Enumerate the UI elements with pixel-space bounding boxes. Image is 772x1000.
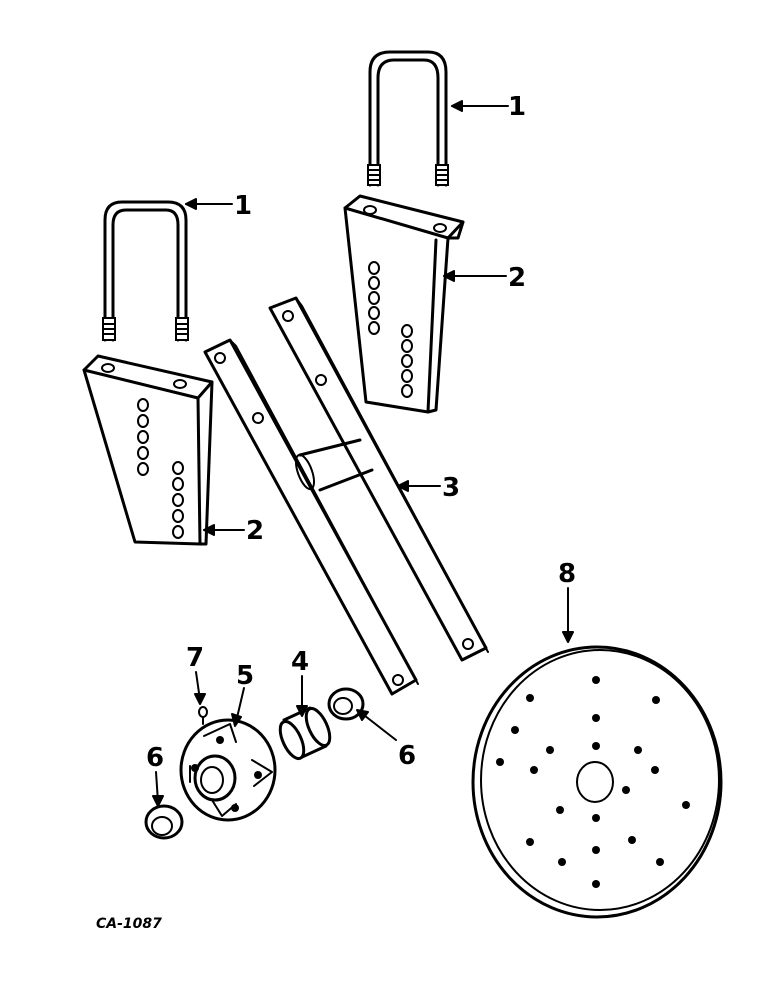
callout-1-upper: 1 [508,92,526,122]
callout-2-lower: 2 [246,516,264,546]
u-bolt-upper [367,50,449,187]
arm-assembly [203,296,489,696]
callout-3: 3 [442,473,460,503]
bearing-right [327,687,365,721]
disc [471,645,723,919]
leader-lines [152,100,574,807]
grease-fitting [198,706,208,725]
bracket-upper [343,194,465,414]
callout-6-left: 6 [146,743,164,773]
u-bolt-lower [102,200,189,342]
callout-1-lower: 1 [234,191,252,221]
figure-id: CA-1087 [96,916,162,932]
hub [179,718,277,822]
callout-6-right: 6 [398,741,416,771]
spacer-tube [278,706,332,761]
bearing-left [144,804,184,840]
bracket-lower [82,354,214,546]
callout-5: 5 [236,661,254,691]
callout-2-upper: 2 [508,263,526,293]
callout-7: 7 [186,643,204,673]
callout-8: 8 [558,559,576,589]
callout-4: 4 [291,647,309,677]
